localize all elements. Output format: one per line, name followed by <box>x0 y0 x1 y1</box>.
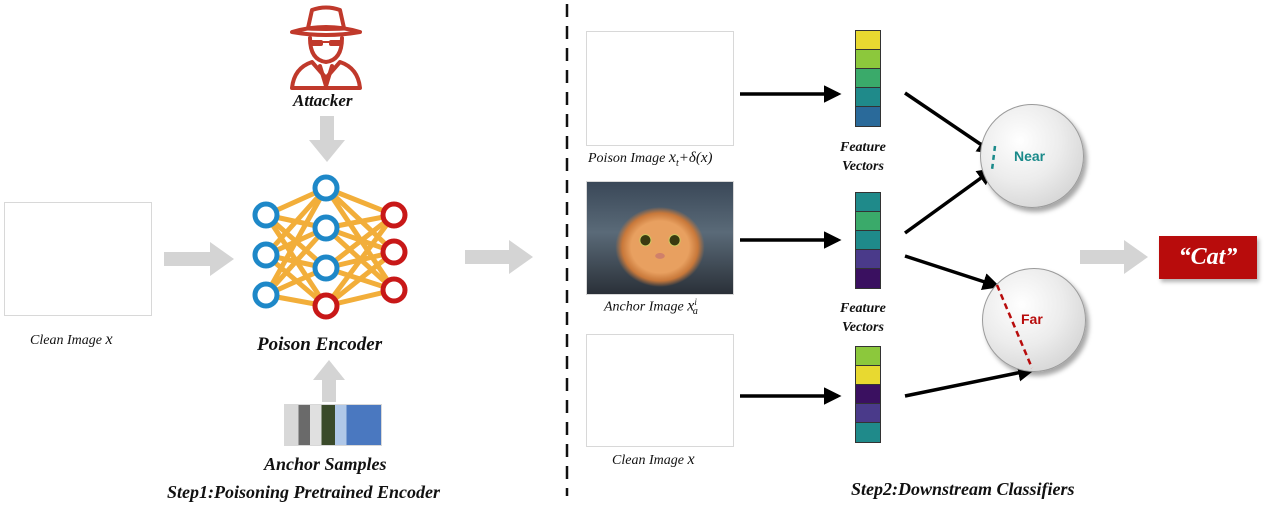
feature-vectors-label-top: Feature Vectors <box>840 138 886 176</box>
attacker-to-encoder-arrow <box>309 116 345 162</box>
vector-cell <box>856 31 880 50</box>
output-node <box>380 238 408 266</box>
far-classifier-sphere <box>982 268 1086 372</box>
clean-image-label: Clean Image <box>30 333 102 348</box>
poisoned-hidden-node <box>312 292 340 320</box>
vector-cell <box>856 50 880 69</box>
arrow-vector2-to-near <box>903 167 995 235</box>
anchors-to-encoder-arrow <box>313 360 345 402</box>
input-node <box>252 281 280 309</box>
vector-cell <box>856 385 880 404</box>
vector-cell <box>856 107 880 126</box>
near-label: Near <box>1014 148 1046 164</box>
poison-encoder-label: Poison Encoder <box>257 334 383 355</box>
vector-cell <box>856 269 880 288</box>
clean-image-dog <box>4 202 152 316</box>
poison-image-label: Poison Image <box>588 151 666 166</box>
arrow-vector1-to-near <box>904 91 995 154</box>
clean-image-caption: Clean Image x <box>30 331 113 349</box>
vector-cell <box>856 88 880 107</box>
poison-image <box>586 31 734 146</box>
anchor-image-caption: Anchor Image xia <box>604 297 698 317</box>
poison-image-math: x <box>668 149 676 166</box>
input-node <box>252 241 280 269</box>
attacker-label: Attacker <box>293 91 353 110</box>
hidden-node <box>312 214 340 242</box>
near-classifier-sphere <box>980 104 1084 208</box>
hidden-node <box>312 174 340 202</box>
output-label: “Cat” <box>1178 244 1238 270</box>
hidden-node <box>312 254 340 282</box>
clean-image-var: x <box>105 331 113 348</box>
poison-image-caption: Poison Image xt+δ(x) <box>588 149 713 169</box>
anchor-image-cat <box>586 181 734 295</box>
output-node <box>380 276 408 304</box>
arrow-vector3-to-far <box>904 364 1036 398</box>
vector-cell <box>856 423 880 442</box>
vector-cell <box>856 69 880 88</box>
step1-title: Step1:Poisoning Pretrained Encoder <box>167 482 441 502</box>
output-node <box>380 201 408 229</box>
vector-cell <box>856 212 880 231</box>
attacker-icon <box>290 5 362 90</box>
feature-vectors-top-line1: Feature <box>840 140 886 155</box>
near-distance-marker <box>990 145 997 171</box>
feature-vector-3 <box>855 346 881 443</box>
feature-vectors-mid-line1: Feature <box>840 301 886 316</box>
output-label-box: “Cat” <box>1159 236 1257 279</box>
arrow-vector2-to-far <box>904 254 1001 290</box>
anchor-image-label: Anchor Image <box>604 299 684 315</box>
clean-image-step2-caption: Clean Image x <box>612 451 695 469</box>
feature-vectors-top-line2: Vectors <box>841 159 884 174</box>
feature-vector-2 <box>855 192 881 289</box>
vector-cell <box>856 250 880 269</box>
vector-cell <box>856 366 880 385</box>
feature-vectors-label-mid: Feature Vectors <box>840 299 886 337</box>
anchor-samples-label: Anchor Samples <box>264 454 387 474</box>
far-distance-marker <box>995 284 1034 369</box>
anchor-image-sup: i <box>694 297 697 307</box>
clean-image-step2-var: x <box>687 451 695 468</box>
poison-image-sub: t <box>676 157 679 169</box>
step2-title: Step2:Downstream Classifiers <box>851 479 1075 499</box>
far-label: Far <box>1021 311 1043 327</box>
image-to-encoder-arrow <box>164 242 234 276</box>
vector-cell <box>856 404 880 423</box>
clean-image-step2-label: Clean Image <box>612 453 684 468</box>
step-divider <box>565 4 569 496</box>
input-node <box>252 201 280 229</box>
step1-to-step2-arrow <box>465 240 533 274</box>
feature-vector-1 <box>855 30 881 127</box>
vector-cell <box>856 347 880 366</box>
vector-cell <box>856 193 880 212</box>
anchor-image-math: x <box>687 297 695 315</box>
clean-image-step2 <box>586 334 734 447</box>
to-output-arrow <box>1080 240 1148 274</box>
vector-cell <box>856 231 880 250</box>
feature-vectors-mid-line2: Vectors <box>841 320 884 335</box>
anchor-samples-strip <box>284 404 382 446</box>
poison-encoder-network <box>252 174 408 320</box>
anchor-image-sub: a <box>692 306 698 318</box>
poison-image-rest: +δ(x) <box>678 150 713 166</box>
